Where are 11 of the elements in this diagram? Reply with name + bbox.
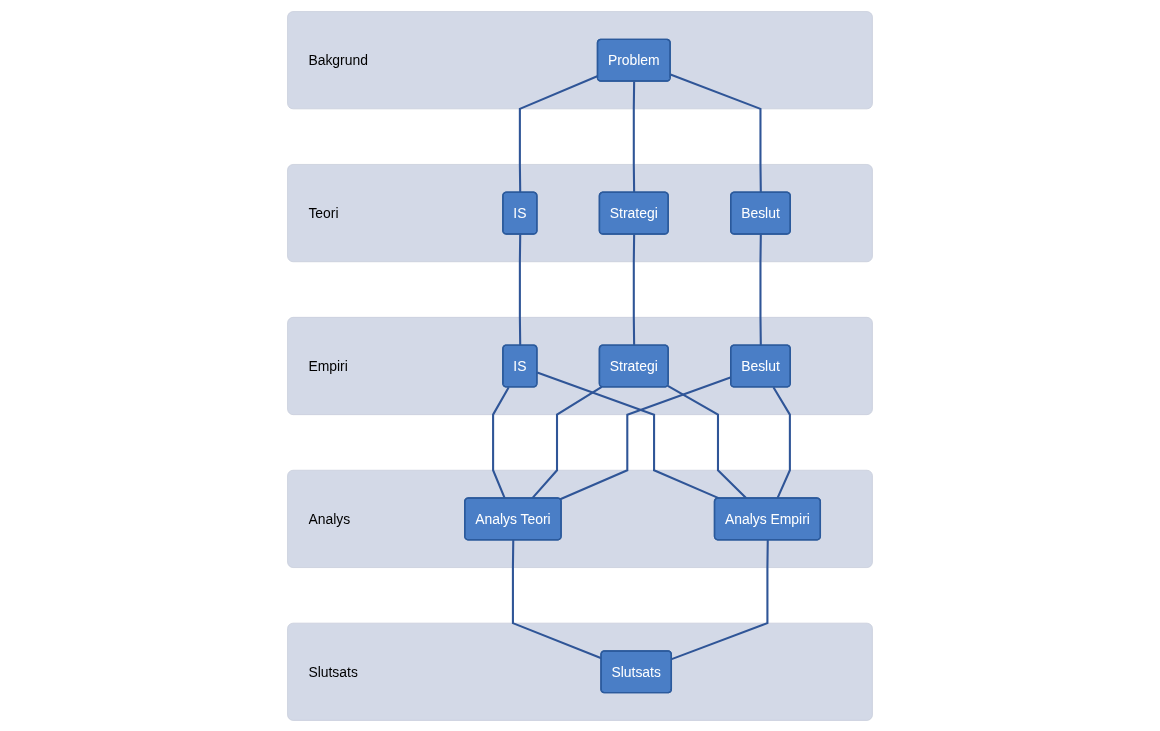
connector: [531, 385, 603, 499]
connector: [632, 233, 636, 345]
connector: [511, 539, 602, 659]
connector: [667, 384, 748, 499]
connector: [670, 73, 762, 193]
connector: [772, 386, 791, 499]
connector: [632, 80, 636, 193]
connector: [671, 539, 769, 660]
connector: [759, 233, 762, 345]
connector: [492, 386, 510, 499]
connector: [518, 233, 522, 345]
